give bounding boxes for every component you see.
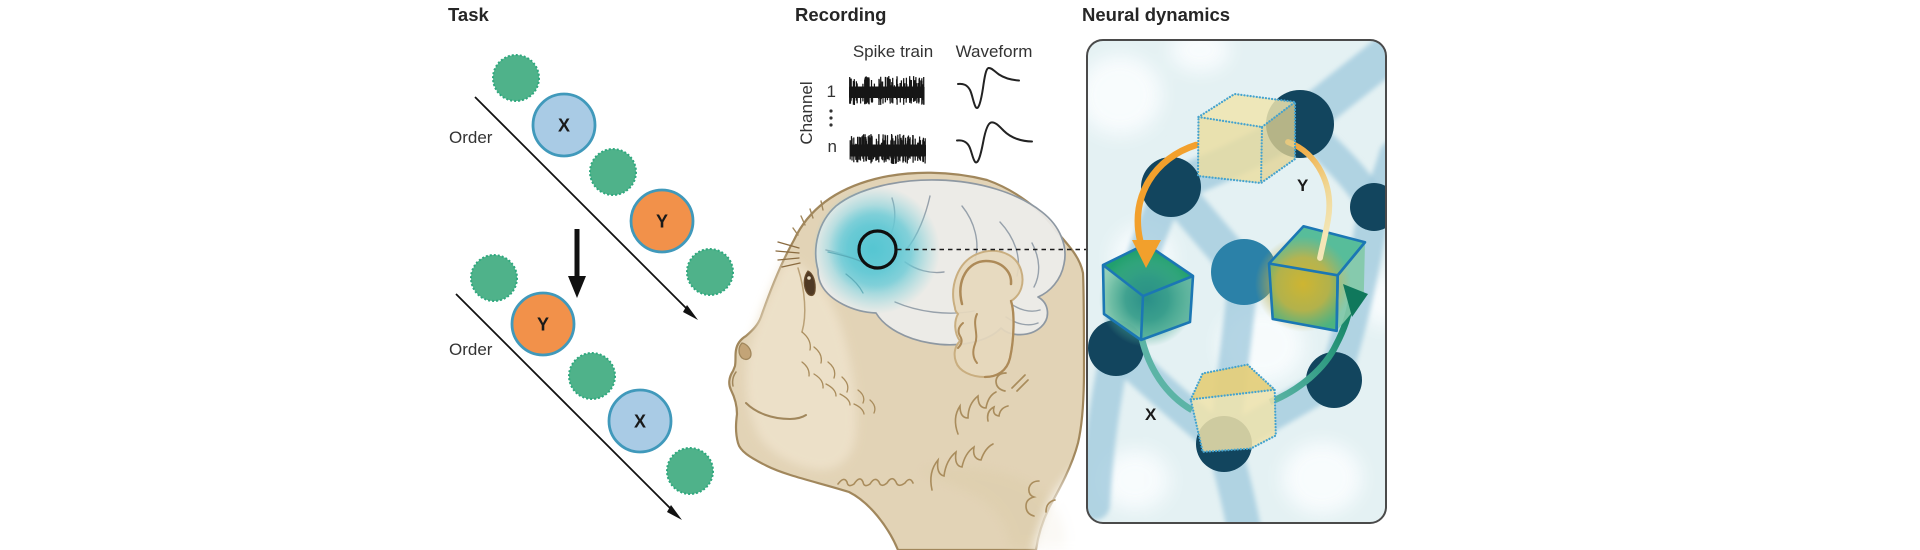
svg-text:Y: Y bbox=[537, 315, 549, 335]
svg-text:X: X bbox=[558, 116, 570, 136]
svg-text:Y: Y bbox=[1297, 176, 1309, 195]
svg-text:n: n bbox=[828, 137, 837, 156]
svg-text:Channel: Channel bbox=[797, 81, 816, 144]
svg-text:Y: Y bbox=[656, 212, 668, 232]
svg-text:Order: Order bbox=[449, 128, 493, 147]
svg-text:Spike train: Spike train bbox=[853, 42, 933, 61]
svg-text:Waveform: Waveform bbox=[956, 42, 1033, 61]
svg-text:Recording: Recording bbox=[795, 4, 886, 25]
svg-text:X: X bbox=[1145, 405, 1157, 424]
svg-text:X: X bbox=[634, 412, 646, 432]
svg-text:Order: Order bbox=[449, 340, 493, 359]
svg-text:Task: Task bbox=[448, 4, 490, 25]
svg-text:1: 1 bbox=[827, 82, 836, 101]
svg-text:Neural dynamics: Neural dynamics bbox=[1082, 4, 1230, 25]
